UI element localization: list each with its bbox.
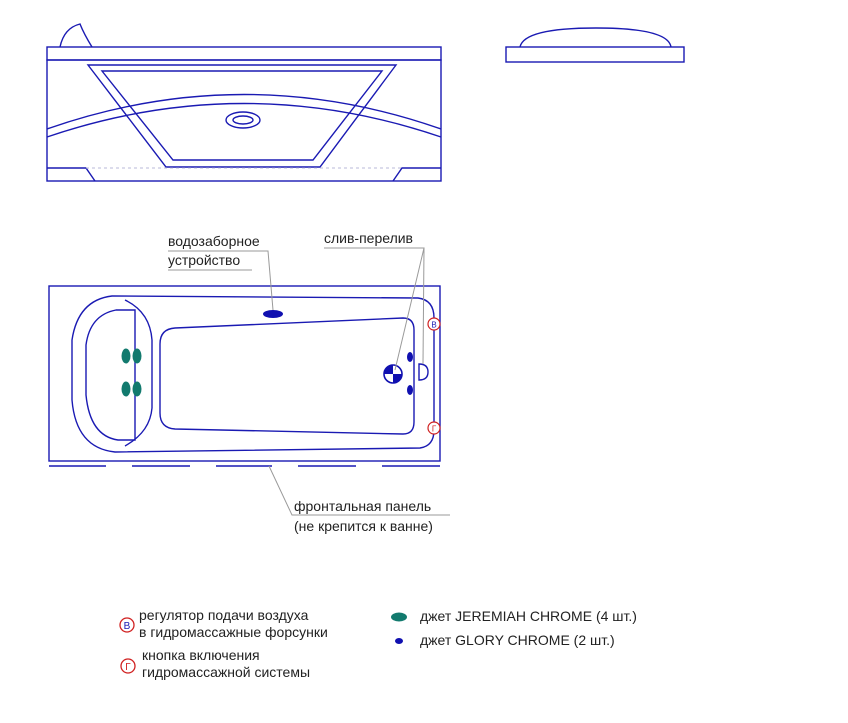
legend-button-marker [120,658,136,674]
jets-large [121,348,142,397]
legend-air-line1: регулятор подачи воздуха [139,607,309,623]
leader-overflow-2 [422,247,425,365]
front-view-trapezoid-inner [100,70,384,161]
legend-air-marker-text: В [124,621,131,632]
top-view-overflow-port [418,363,429,381]
front-view-curve-outer [46,93,442,130]
air-regulator-marker-text: В [431,321,436,330]
jet-large [132,348,142,364]
callout-intake-line1: водозаборное [168,233,260,249]
jet-small [407,352,413,362]
jets-small [263,310,413,395]
drain-quarter [384,365,393,374]
jet-large [121,381,131,397]
button-marker [427,421,441,435]
legend-button-line1: кнопка включения [142,647,260,663]
callout-intake-line2: устройство [168,252,240,268]
side-view-top [519,27,672,48]
air-regulator-marker [427,317,441,331]
top-view-basin [159,317,415,435]
front-view-trapezoid-outer [86,64,398,168]
top-view-outer-basin [71,295,435,453]
callout-overflow: слив-перелив [324,230,413,246]
callout-panel-line1: фронтальная панель [294,498,431,514]
front-view-leg-left [47,167,96,182]
side-view-rim [505,46,685,63]
legend-jet-large-swatch [391,612,407,622]
front-view-body [46,59,442,182]
front-view-drain-inner [232,115,254,125]
callout-panel-line2: (не крепится к ванне) [294,518,433,534]
legend-button-marker-text: Г [125,662,131,673]
front-view-curve-inner [46,102,442,138]
jet-large [132,381,142,397]
leader-lines [168,247,450,516]
leader-overflow-1 [324,247,425,371]
drain-quarter [393,374,402,383]
front-view-rim [46,46,442,61]
legend-jet-large-label: джет JEREMIAH CHROME (4 шт.) [420,608,637,624]
water-intake [263,310,283,318]
legend-button-line2: гидромассажной системы [142,664,310,680]
top-view-outline [48,285,441,462]
top-view-backrest [124,299,153,447]
legend: В регулятор подачи воздуха в гидромассаж… [119,607,637,680]
top-view [48,285,441,467]
leader-panel [268,465,450,516]
front-view-headrest [59,23,93,48]
jet-large [121,348,131,364]
legend-jet-small-swatch [395,638,403,644]
top-view-inner-rim [85,309,136,441]
jet-small [407,385,413,395]
tub-markers: В Г [427,317,441,435]
legend-jet-small-label: джет GLORY CHROME (2 шт.) [420,632,615,648]
front-view-leg-right [392,167,441,182]
leader-intake [168,250,274,311]
side-view [505,27,685,63]
front-view-drain-outer [225,111,261,129]
legend-air-marker [119,617,135,633]
button-marker-text: Г [432,425,437,434]
legend-air-line2: в гидромассажные форсунки [139,624,328,640]
drain-icon [383,364,403,384]
front-view [46,23,442,182]
